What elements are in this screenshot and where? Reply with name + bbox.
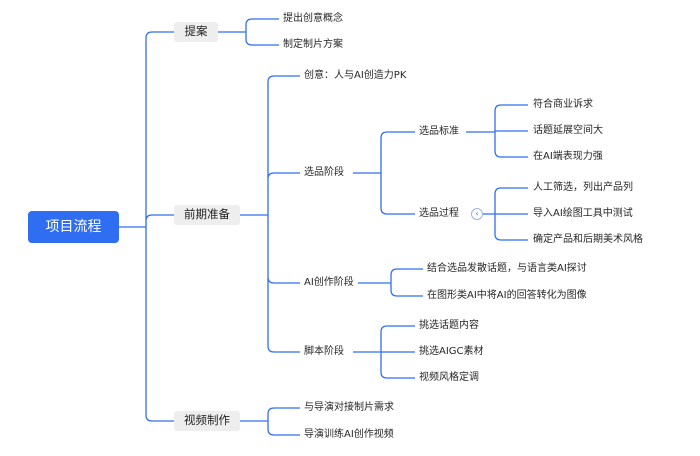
node-process[interactable]: 选品过程 <box>419 208 459 219</box>
process-fork-path <box>482 187 528 241</box>
standard-fork-path <box>466 104 528 158</box>
node-script-item-3[interactable]: 视频风格定调 <box>419 372 479 383</box>
node-standard-item-3[interactable]: 在AI端表现力强 <box>533 151 603 162</box>
script-fork <box>353 325 415 379</box>
prep-fork <box>240 75 300 353</box>
node-ai-creation[interactable]: AI创作阶段 <box>304 277 354 288</box>
node-process-item-3[interactable]: 确定产品和后期美术风格 <box>533 234 643 245</box>
root-fork <box>119 31 174 422</box>
node-idea[interactable]: 创意：人与AI创造力PK <box>304 70 407 81</box>
node-standard[interactable]: 选品标准 <box>419 126 459 137</box>
proposal-fork-path <box>218 18 279 46</box>
node-script-item-1[interactable]: 挑选话题内容 <box>419 320 479 331</box>
node-prep[interactable]: 前期准备 <box>174 205 240 225</box>
node-standard-item-2[interactable]: 话题延展空间大 <box>533 125 603 136</box>
video-fork <box>240 407 300 436</box>
node-video-item-1[interactable]: 与导演对接制片需求 <box>304 402 394 413</box>
node-script-item-2[interactable]: 挑选AIGC素材 <box>419 346 484 357</box>
ai-creation-fork-path <box>358 268 423 297</box>
proposal-fork <box>218 18 279 46</box>
node-ai-creation-item-2[interactable]: 在图形类AI中将AI的回答转化为图像 <box>427 290 587 301</box>
node-process-item-1[interactable]: 人工筛选，列出产品列 <box>533 182 633 193</box>
node-script[interactable]: 脚本阶段 <box>304 346 344 357</box>
node-standard-item-1[interactable]: 符合商业诉求 <box>533 99 593 110</box>
selection-fork-path <box>353 131 415 215</box>
process-fork <box>482 187 528 241</box>
video-fork-path <box>240 407 300 436</box>
node-ai-creation-item-1[interactable]: 结合选品发散话题，与语言类AI探讨 <box>427 263 587 274</box>
prep-fork-path <box>240 75 300 353</box>
script-fork-path <box>353 325 415 379</box>
selection-fork <box>353 131 415 215</box>
standard-fork <box>466 104 528 158</box>
node-selection[interactable]: 选品阶段 <box>304 167 344 178</box>
chevron-left-icon[interactable]: ‹ <box>471 208 483 220</box>
root-fork-path <box>119 31 174 422</box>
node-proposal-item-1[interactable]: 提出创意概念 <box>283 13 343 24</box>
node-process-item-2[interactable]: 导入AI绘图工具中测试 <box>533 208 633 219</box>
root-node[interactable]: 项目流程 <box>28 211 119 243</box>
node-video[interactable]: 视频制作 <box>174 411 240 431</box>
node-proposal[interactable]: 提案 <box>174 22 218 42</box>
ai-creation-fork <box>358 268 423 297</box>
node-video-item-2[interactable]: 导演训练AI创作视频 <box>304 429 394 440</box>
node-proposal-item-2[interactable]: 制定制片方案 <box>283 39 343 50</box>
